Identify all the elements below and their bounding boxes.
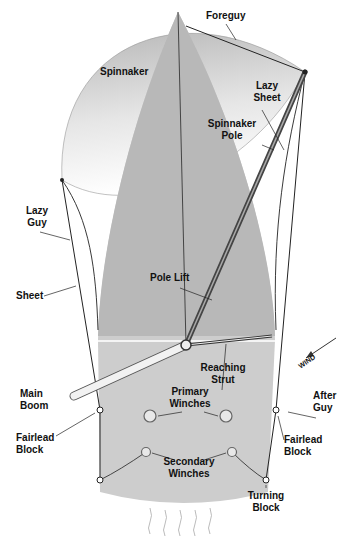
leader-lines [40,24,316,488]
part-label: Main Boom [20,388,56,412]
part-label: Secondary Winches [158,456,220,480]
spinnaker-pole [186,72,305,345]
wake [149,508,212,536]
part-label: Sheet [16,290,43,302]
foredeck [98,12,275,336]
guy-lead [232,452,266,480]
part-label: Spinnaker [100,66,148,78]
reaching-strut-core [186,336,272,345]
part-label: After Guy [313,390,343,414]
part-label: Fairlead Block [16,432,68,456]
forestay [178,12,186,345]
blocks [97,407,279,483]
part-label: WIND [296,352,318,372]
clew [60,178,64,182]
pole-tip [303,70,308,75]
part-label: Turning Block [240,490,292,514]
part-label: Lazy Guy [20,205,54,229]
after-guy-line [266,72,305,480]
part-label: Pole Lift [150,272,189,284]
lazy-guy-line [62,180,98,330]
main-boom [74,345,186,396]
part-label: Foreguy [206,10,245,22]
part-label: Lazy Sheet [248,80,286,104]
part-label: Primary Winches [162,386,218,410]
winches [142,410,237,457]
sheet-line [62,180,100,480]
sheet-lead [100,452,146,480]
spinnaker-pole-highlight [186,72,305,345]
reaching-strut [186,336,272,345]
hull [98,12,275,503]
main-boom-outline [74,345,186,396]
foreguy-line [186,26,305,72]
part-label: Fairlead Block [284,434,336,458]
part-label: Reaching Strut [192,362,254,386]
part-label: Spinnaker Pole [206,118,258,142]
mast [181,340,191,350]
